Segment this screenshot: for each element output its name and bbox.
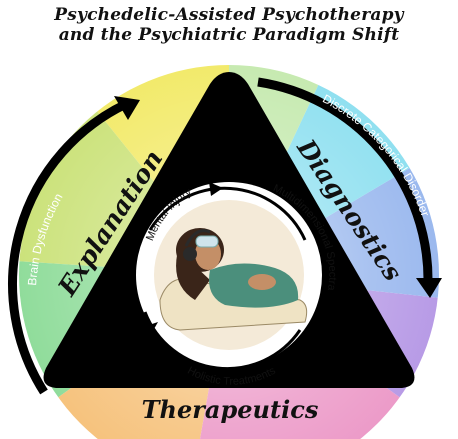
outer-arrow-right-head xyxy=(416,278,442,298)
headphone-band xyxy=(184,229,211,247)
inner-arrowhead xyxy=(209,182,223,196)
patient-illustration xyxy=(159,228,308,331)
outer-arrow-left-head xyxy=(114,96,140,120)
inner-arrowhead xyxy=(146,322,158,336)
headphones-icon xyxy=(183,247,197,261)
eyeshade xyxy=(195,235,219,248)
label-therapeutics: Therapeutics xyxy=(142,395,319,424)
title-line-1: Psychedelic-Assisted Psychotherapy xyxy=(54,5,404,25)
hair-flow xyxy=(176,250,210,300)
inner-cycle-arc-bottom xyxy=(143,311,302,371)
hands xyxy=(248,274,276,290)
title-line-2: and the Psychiatric Paradigm Shift xyxy=(58,25,400,45)
outer-arrow-left xyxy=(8,99,128,395)
outer-arrow-right xyxy=(257,77,433,283)
inner-cycle-arc-top xyxy=(148,186,307,241)
